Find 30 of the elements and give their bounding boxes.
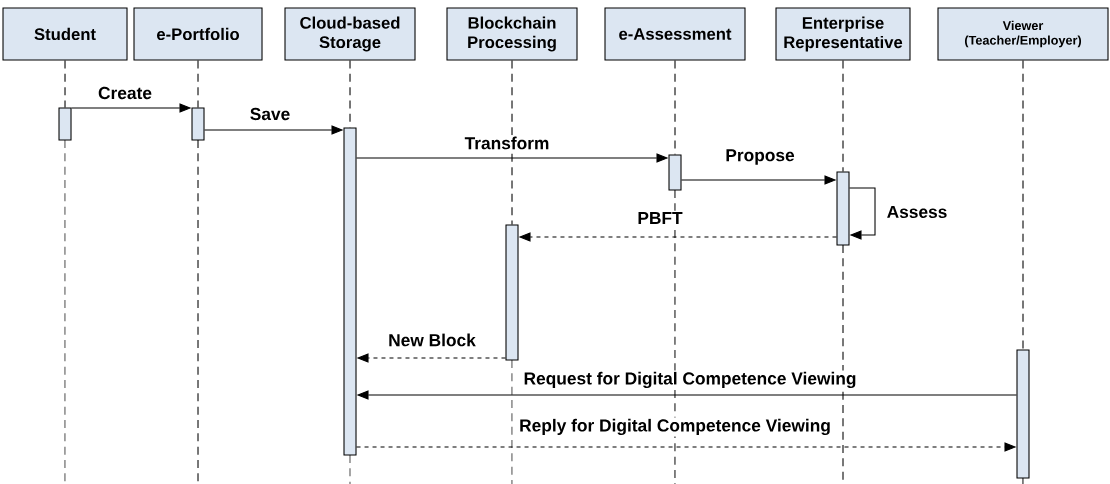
activation-bar xyxy=(836,171,850,246)
edge-label: PBFT xyxy=(636,210,684,226)
participant-box: Blockchain Processing xyxy=(446,7,578,61)
participant-box: e-Assessment xyxy=(604,7,746,61)
edge-label: Create xyxy=(96,85,154,101)
participant-box: Enterprise Representative xyxy=(775,7,911,61)
arrow xyxy=(849,187,876,240)
participant-box: Viewer (Teacher/Employer) xyxy=(937,7,1109,61)
participant-box: Cloud-based Storage xyxy=(284,7,416,61)
edge-label: Propose xyxy=(724,147,796,167)
activation-bar xyxy=(191,107,205,141)
activation-bar xyxy=(1016,349,1030,479)
lifeline xyxy=(197,60,199,108)
edge-label: Request for Digital Competence Viewing xyxy=(522,370,858,390)
activation-bar xyxy=(343,127,357,456)
activation-bar xyxy=(58,107,72,141)
edge-label: Reply for Digital Competence Viewing xyxy=(517,417,833,437)
activation-bar xyxy=(668,154,682,191)
lifeline xyxy=(64,60,66,108)
participant-box: Student xyxy=(2,7,128,61)
activation-bar xyxy=(505,224,519,361)
edge-label: New Block xyxy=(386,332,478,348)
lifeline xyxy=(349,60,351,128)
lifeline xyxy=(674,60,676,155)
lifeline xyxy=(842,60,844,172)
participant-box: e-Portfolio xyxy=(133,7,263,61)
edge-label: Transform xyxy=(463,135,551,151)
edge-label: Assess xyxy=(885,204,949,220)
lifeline xyxy=(511,60,513,225)
edge-label: Save xyxy=(248,106,292,122)
